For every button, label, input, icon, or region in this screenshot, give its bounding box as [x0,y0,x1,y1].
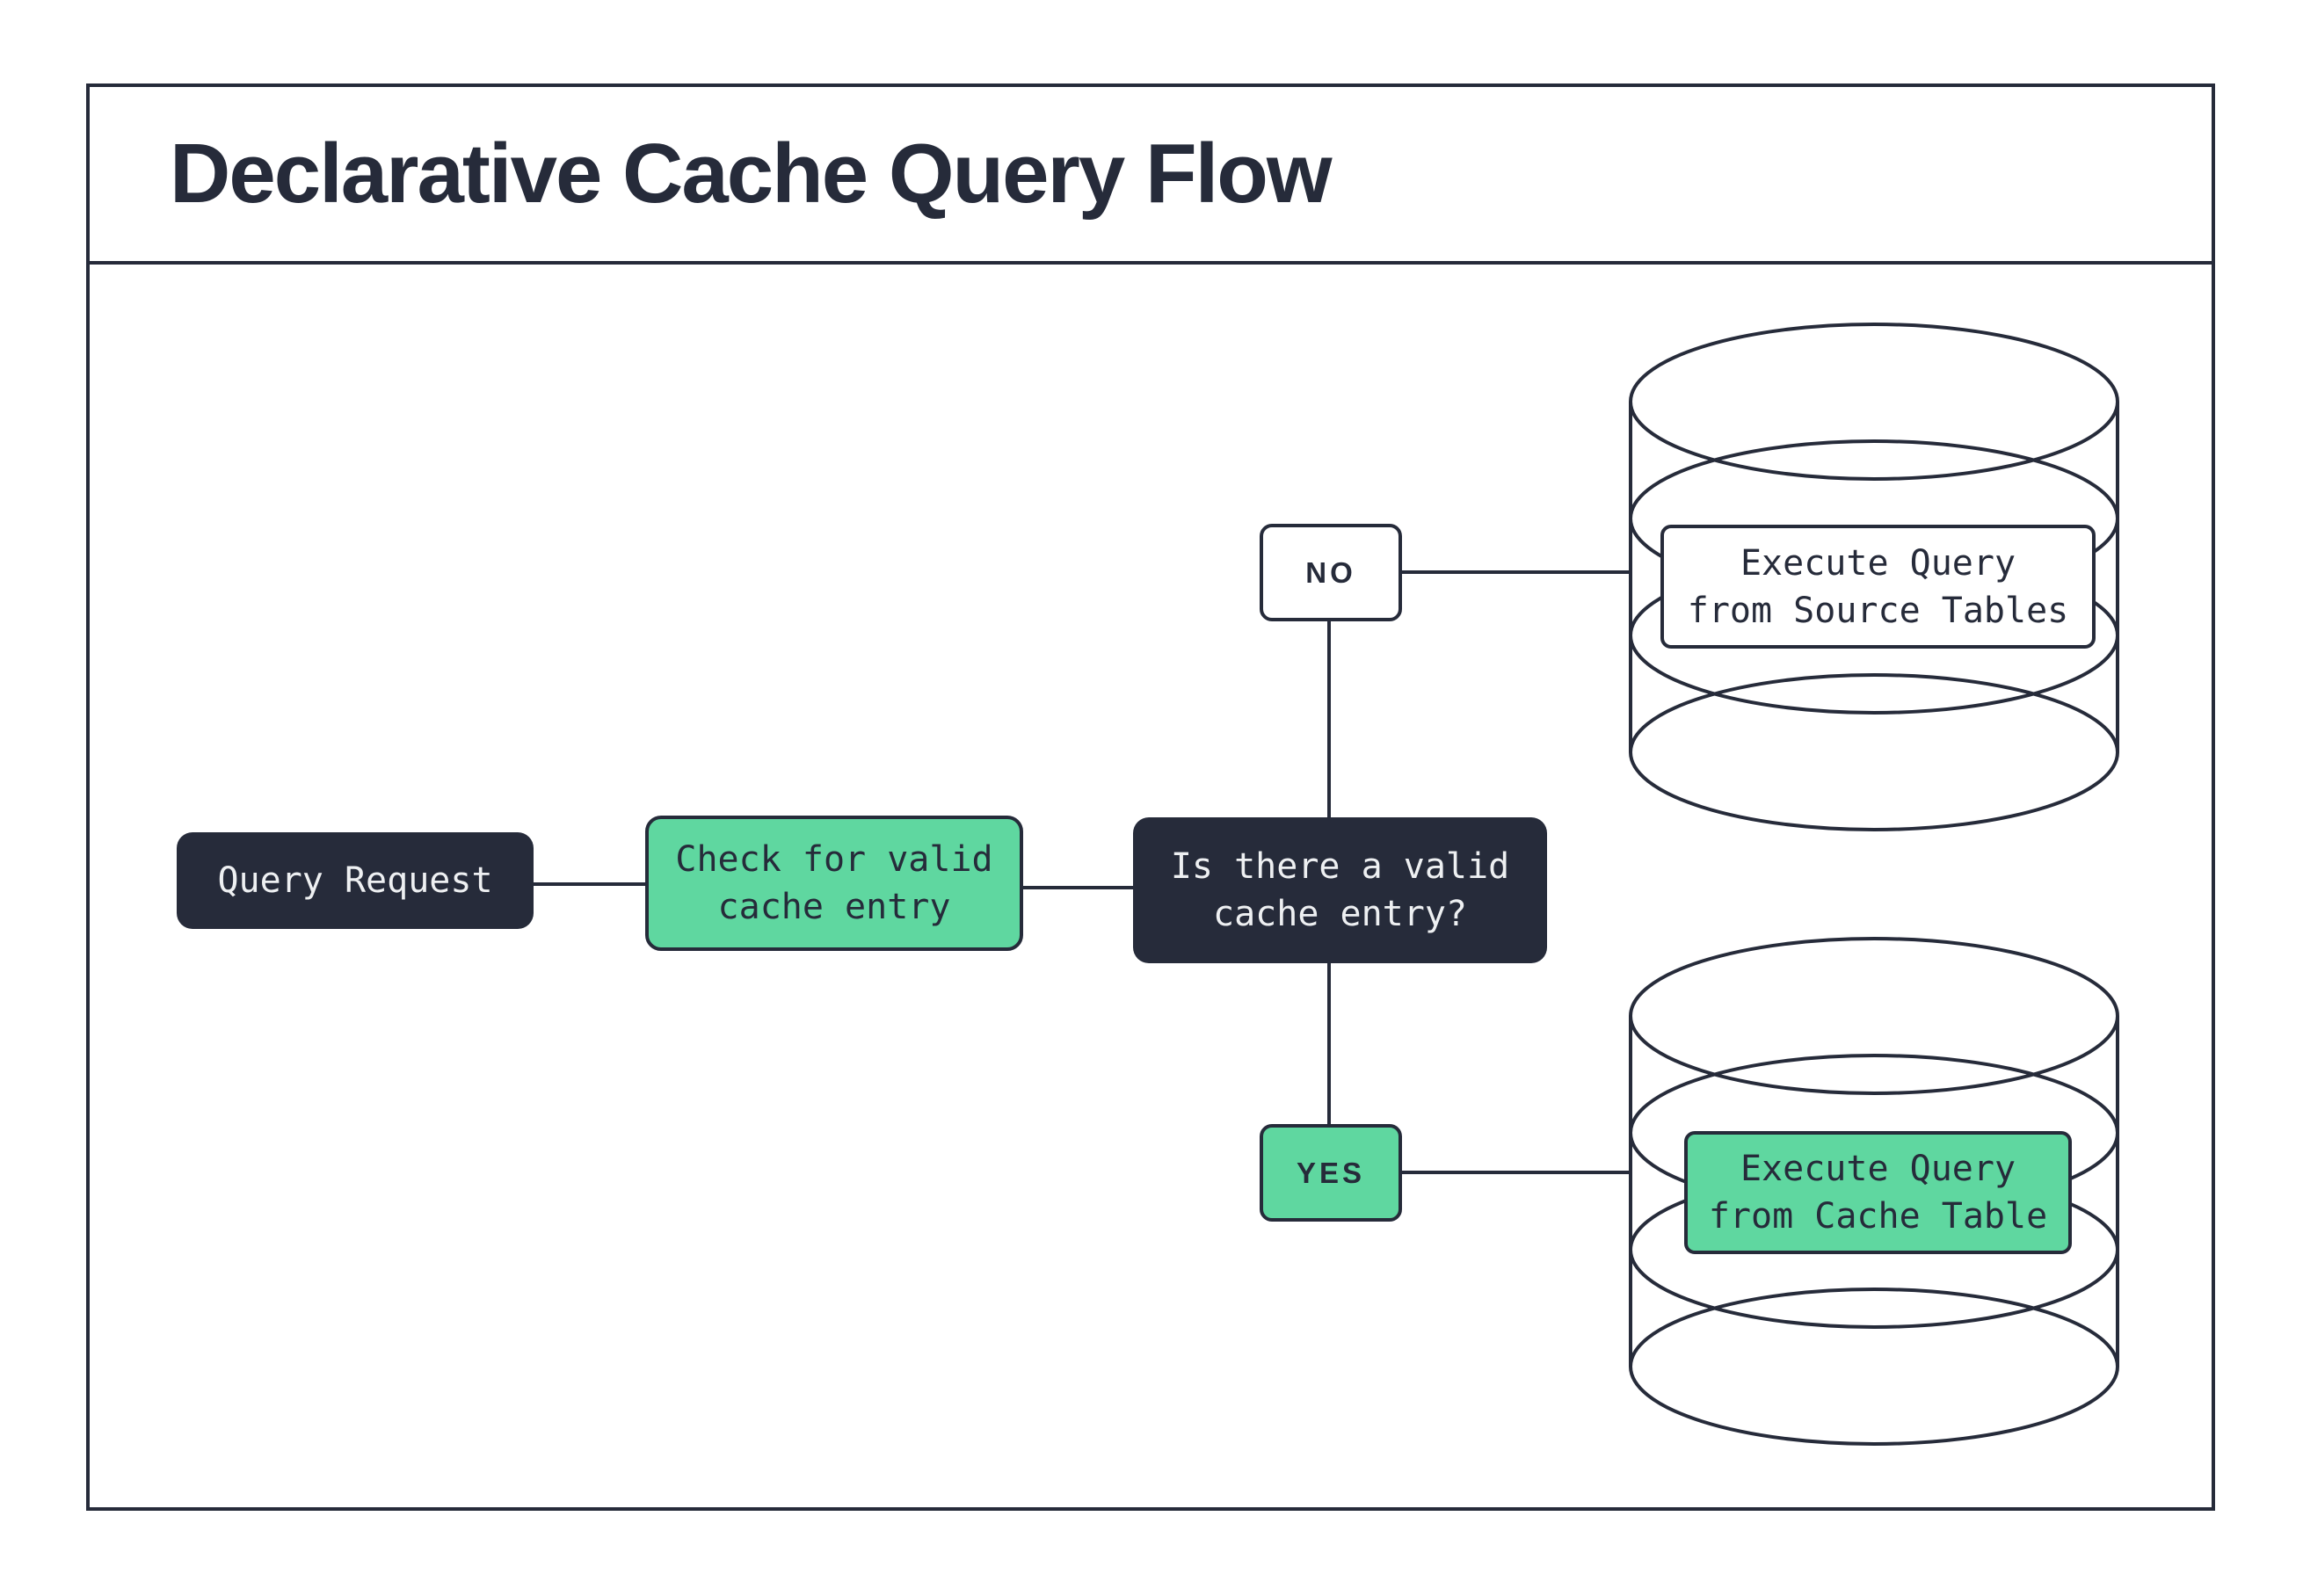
node-label: Query Request [217,860,493,901]
node-execute-cache-query: Execute Query from Cache Table [1684,1131,2072,1254]
connector-check-to-decision [1021,886,1135,889]
node-label-line: Check for valid [675,839,993,880]
connector-decision-to-yes [1327,961,1331,1126]
node-label-line: cache entry [717,887,951,927]
connector-decision-to-no [1327,620,1331,819]
node-label-line: Execute Query [1740,542,2016,584]
branch-label: NO [1305,555,1356,589]
node-label-line: Is there a valid [1170,846,1510,887]
node-label-line: from Cache Table [1708,1196,2048,1237]
title-bar: Declarative Cache Query Flow [90,87,2212,265]
node-label-line: cache entry? [1213,894,1467,934]
outer-frame: Declarative Cache Query Flow [86,83,2215,1511]
connector-query-to-check [532,882,647,886]
node-label-line: Execute Query [1740,1149,2016,1189]
connector-yes-to-cache-db [1400,1171,1632,1174]
node-check-cache: Check for valid cache entry [645,816,1023,951]
branch-label-yes: YES [1260,1124,1402,1222]
node-execute-source-query: Execute Query from Source Tables [1660,525,2096,649]
node-is-valid-decision: Is there a valid cache entry? [1133,817,1547,963]
connector-no-to-source-db [1400,570,1632,574]
node-query-request: Query Request [177,832,534,929]
diagram-title: Declarative Cache Query Flow [170,127,1333,221]
branch-label-no: NO [1260,524,1402,621]
branch-label: YES [1296,1156,1366,1189]
node-label-line: from Source Tables [1687,590,2069,631]
